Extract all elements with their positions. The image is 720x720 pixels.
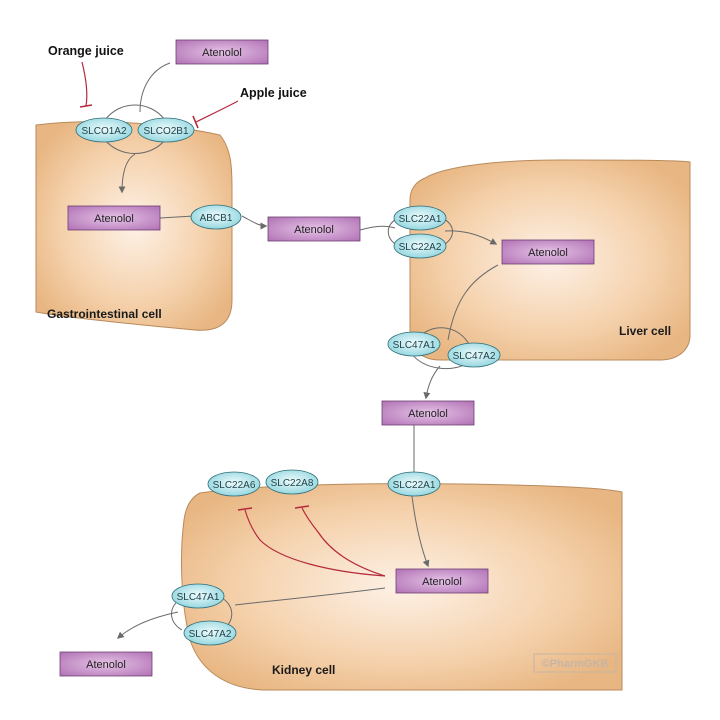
kidney-drug-inhibits-slc22a6 (237, 507, 386, 577)
transporter-slco2b1: SLCO2B1 (137, 117, 195, 143)
transporter-slc22a8-kidney: SLC22A8 (265, 469, 319, 495)
flow-blood-drug-to-liver-transporters (359, 225, 396, 231)
flow-abcb1-to-blood-drug (241, 215, 268, 230)
svg-text:SLC22A1: SLC22A1 (393, 480, 436, 491)
atenolol-box-liver: Atenolol (501, 239, 595, 265)
svg-text:Atenolol: Atenolol (294, 224, 334, 236)
flow-into-kidney-cell (411, 495, 430, 568)
transporter-abcb1: ABCB1 (190, 204, 242, 230)
kidney-cell-label: Kidney cell (272, 663, 335, 677)
orange-juice-inhibition (79, 61, 93, 108)
flow-gi-drug-to-abcb1 (159, 215, 195, 219)
svg-text:SLC47A1: SLC47A1 (393, 340, 436, 351)
pharmgkb-watermark: ©PharmGKB (533, 653, 617, 673)
atenolol-box-blood-lower: Atenolol (381, 400, 475, 426)
svg-text:Atenolol: Atenolol (422, 576, 462, 588)
svg-text:SLCO2B1: SLCO2B1 (143, 126, 188, 137)
apple-juice-inhibition (192, 100, 239, 129)
transporter-slc47a2-liver: SLC47A2 (447, 342, 501, 368)
transporter-slco1a2: SLCO1A2 (75, 117, 133, 143)
svg-text:SLC47A2: SLC47A2 (189, 629, 232, 640)
flow-top-drug-to-gi-transporters (139, 62, 171, 113)
svg-text:SLC22A8: SLC22A8 (271, 478, 314, 489)
svg-text:ABCB1: ABCB1 (200, 213, 233, 224)
flow-into-gi-cell (118, 153, 136, 194)
atenolol-box-excreted: Atenolol (59, 651, 153, 677)
svg-text:SLC47A2: SLC47A2 (453, 351, 496, 362)
orange-juice-label: Orange juice (48, 44, 124, 58)
atenolol-box-top: Atenolol (175, 39, 269, 65)
transporter-slc47a2-kidney: SLC47A2 (183, 620, 237, 646)
atenolol-box-blood-upper: Atenolol (267, 216, 361, 242)
gi-transporter-arc-bottom (104, 139, 166, 154)
transporter-slc22a1-liver: SLC22A1 (393, 205, 447, 231)
svg-text:SLC47A1: SLC47A1 (177, 592, 220, 603)
kidney-drug-inhibits-slc22a8 (294, 505, 386, 577)
transporter-slc22a1-kidney: SLC22A1 (387, 471, 441, 497)
svg-text:©PharmGKB: ©PharmGKB (542, 658, 609, 670)
apple-juice-label: Apple juice (240, 86, 307, 100)
flow-into-liver-cell (444, 230, 498, 245)
transporter-slc22a6-kidney: SLC22A6 (207, 471, 261, 497)
liver-cell-label: Liver cell (619, 324, 671, 338)
svg-text:SLC22A2: SLC22A2 (399, 242, 442, 253)
svg-text:SLCO1A2: SLCO1A2 (81, 126, 126, 137)
svg-text:Atenolol: Atenolol (408, 408, 448, 420)
gi-transporter-arc-top (104, 104, 166, 121)
transporter-slc47a1-kidney: SLC47A1 (171, 583, 225, 609)
atenolol-box-gi: Atenolol (67, 205, 161, 231)
transporter-slc22a2-liver: SLC22A2 (393, 233, 447, 259)
transporter-slc47a1-liver: SLC47A1 (387, 331, 441, 357)
svg-text:SLC22A6: SLC22A6 (213, 480, 256, 491)
svg-text:Atenolol: Atenolol (202, 47, 242, 59)
flow-kidney-drug-to-slc47 (234, 587, 386, 606)
gastrointestinal-cell-label: Gastrointestinal cell (47, 307, 162, 321)
flow-out-of-liver (423, 365, 441, 400)
flow-out-of-kidney (116, 611, 179, 639)
atenolol-box-kidney: Atenolol (395, 568, 489, 594)
svg-text:Atenolol: Atenolol (94, 213, 134, 225)
svg-text:Atenolol: Atenolol (86, 659, 126, 671)
svg-text:SLC22A1: SLC22A1 (399, 214, 442, 225)
svg-text:Atenolol: Atenolol (528, 247, 568, 259)
